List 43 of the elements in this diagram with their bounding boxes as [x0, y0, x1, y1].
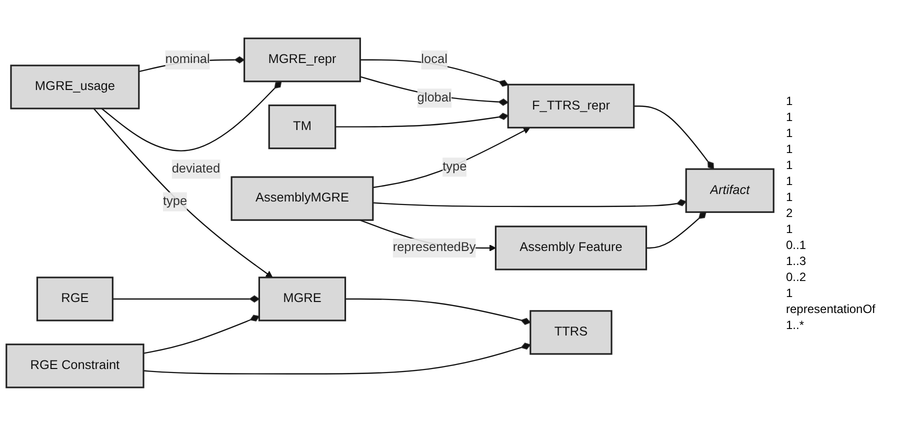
node-box: F_TTRS_repr: [507, 84, 635, 129]
multiplicity-label: 0..2: [786, 270, 808, 284]
edge-label: type: [442, 160, 467, 174]
node-box: AssemblyMGRE: [230, 176, 374, 221]
connector: [112, 295, 260, 303]
connector: [101, 81, 282, 152]
multiplicity-label: representationOf: [786, 302, 876, 316]
multiplicity-label: 1..3: [786, 254, 808, 268]
connector: [345, 298, 531, 325]
multiplicity-label: 0..1: [786, 238, 808, 252]
edge-label: global: [417, 91, 452, 105]
edge-label: deviated: [172, 162, 220, 176]
connector: [634, 106, 714, 170]
edge-label: local: [421, 52, 448, 66]
multiplicity-label: 1: [786, 286, 794, 300]
connector: [143, 314, 260, 354]
node-box: Assembly Feature: [494, 226, 648, 270]
edge-label: representedBy: [392, 240, 476, 254]
node-box: MGRE: [258, 276, 346, 322]
connector: [646, 212, 706, 249]
arrow: [372, 127, 530, 188]
multiplicity-label: 1: [786, 222, 794, 236]
multiplicity-label: 1: [786, 126, 794, 140]
multiplicity-label: 1: [786, 158, 794, 172]
multiplicity-label: 1: [786, 174, 794, 188]
node-box: TM: [268, 104, 336, 150]
edge-label: nominal: [165, 52, 210, 66]
multiplicity-label: 1: [786, 110, 794, 124]
node-box: MGRE_repr: [244, 38, 361, 82]
node-box: RGE Constraint: [6, 344, 144, 388]
multiplicity-label: 1: [786, 94, 794, 108]
node-box: RGE: [36, 276, 114, 322]
connector: [335, 112, 508, 128]
multiplicity-label: 1: [786, 190, 794, 204]
arrow: [93, 108, 273, 278]
multiplicity-label: 1: [786, 142, 794, 156]
edge-label: type: [163, 194, 188, 208]
node-box: MGRE_usage: [10, 64, 140, 110]
connector: [372, 199, 686, 208]
multiplicity-label: 2: [786, 206, 794, 220]
multiplicity-label: 1..*: [786, 318, 806, 332]
node-box: TTRS: [530, 310, 612, 355]
connector: [143, 342, 531, 375]
